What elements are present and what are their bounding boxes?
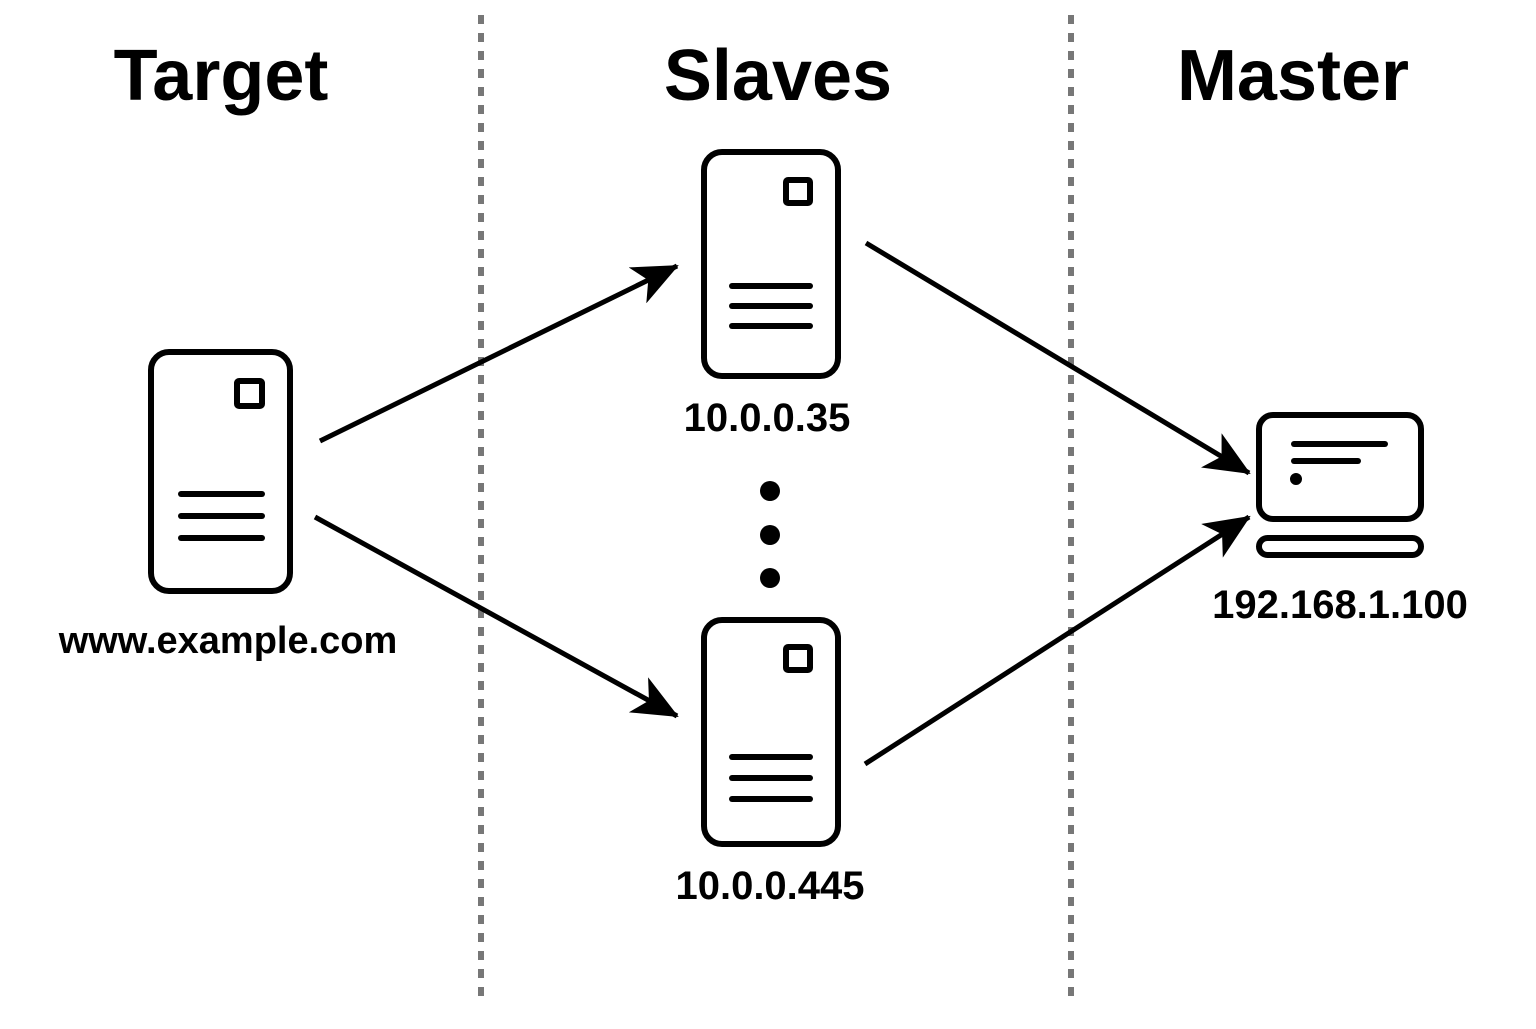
column-heading-target: Target xyxy=(113,36,329,116)
arrow-target-to-slave-top xyxy=(318,263,679,444)
server-icon xyxy=(701,617,841,847)
target-label: www.example.com xyxy=(58,620,398,662)
slave-top-label: 10.0.0.35 xyxy=(683,396,851,440)
arrow-slave-bottom-to-master xyxy=(863,514,1251,767)
server-icon xyxy=(148,349,293,594)
slave-bottom-label: 10.0.0.445 xyxy=(675,864,865,908)
master-label: 192.168.1.100 xyxy=(1212,583,1468,627)
arrow-slave-top-to-master xyxy=(864,240,1251,476)
vertical-ellipsis-icon xyxy=(760,481,780,588)
column-heading-slaves: Slaves xyxy=(663,36,893,116)
laptop-icon xyxy=(1256,412,1424,558)
server-icon xyxy=(701,149,841,379)
column-heading-master: Master xyxy=(1176,36,1410,116)
arrow-target-to-slave-bottom xyxy=(313,514,679,719)
